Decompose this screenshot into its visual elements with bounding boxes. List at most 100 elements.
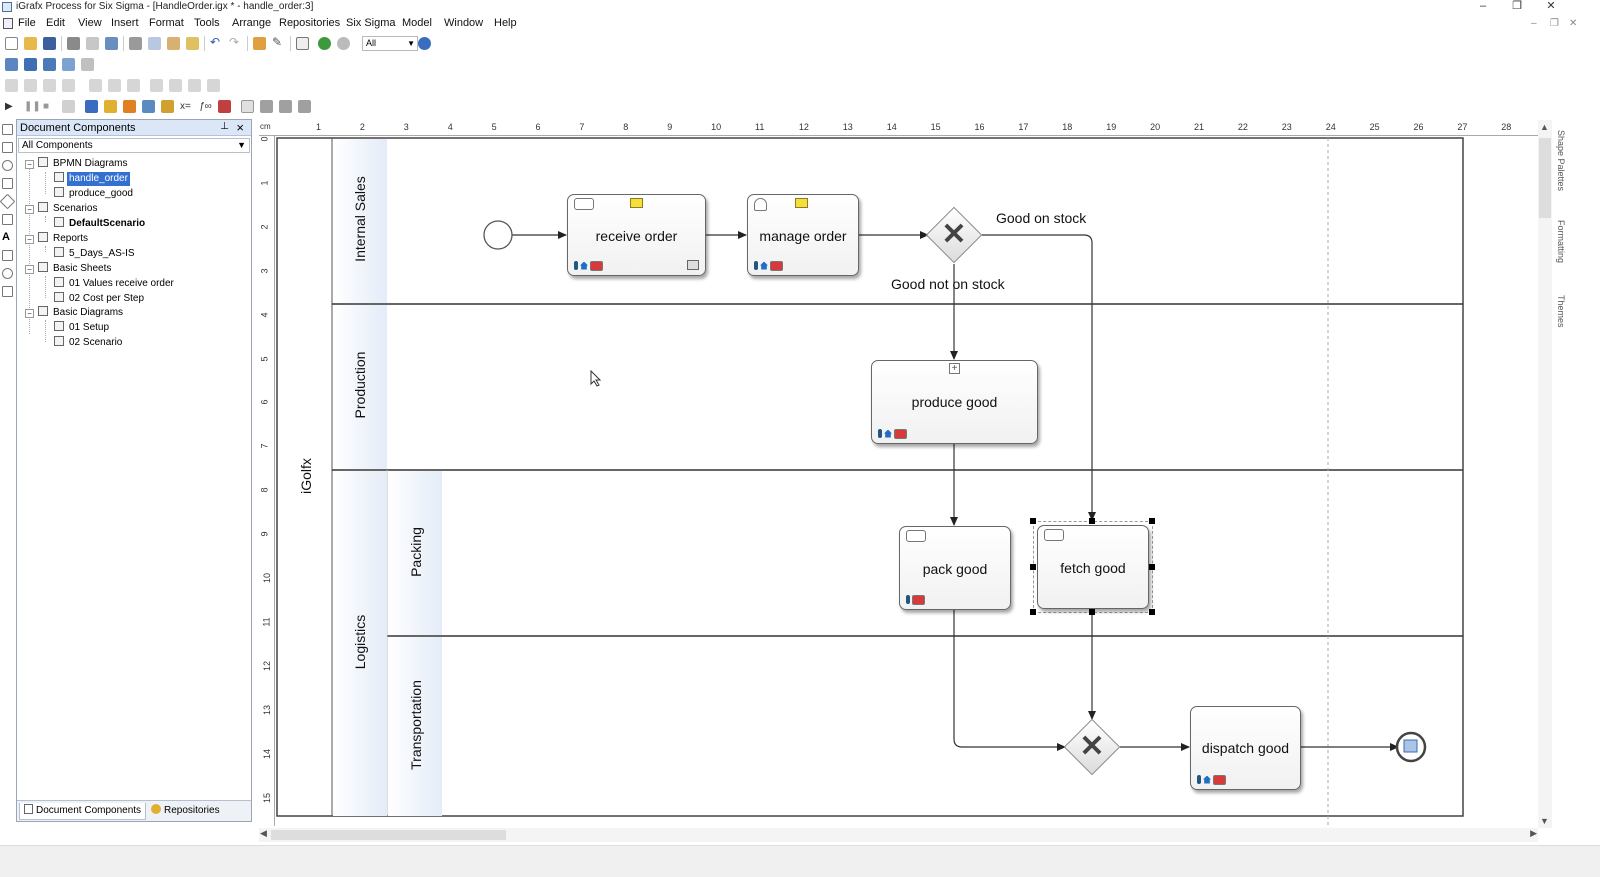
chart-report-icon[interactable] <box>260 100 273 113</box>
resize-handle[interactable] <box>1030 518 1036 524</box>
tree-item-cost-per-step[interactable]: 02 Cost per Step <box>54 292 146 306</box>
arrow-icon[interactable] <box>207 79 220 92</box>
tree-item-handle-order[interactable]: handle_order <box>54 172 130 186</box>
close-panel-icon[interactable]: × <box>236 120 244 135</box>
lane-tool-icon[interactable] <box>2 250 13 261</box>
resize-handle[interactable] <box>1030 609 1036 615</box>
text-tool-icon[interactable]: A <box>2 231 10 243</box>
shapes-icon[interactable] <box>253 37 266 50</box>
pause-icon[interactable]: ❚❚ <box>24 101 41 112</box>
pool-tool-icon[interactable] <box>2 286 13 297</box>
menu-model[interactable]: Model <box>402 17 432 29</box>
scroll-down-icon[interactable]: ▼ <box>1540 816 1549 826</box>
tree-item-default-scenario[interactable]: DefaultScenario <box>54 217 147 231</box>
restore-button[interactable]: ❐ <box>1512 0 1522 12</box>
scroll-thumb[interactable] <box>1539 138 1551 218</box>
scroll-right-icon[interactable]: ▶ <box>1530 828 1537 838</box>
scroll-up-icon[interactable]: ▲ <box>1540 122 1549 132</box>
options-icon[interactable] <box>298 100 311 113</box>
print-preview-icon[interactable] <box>86 37 99 50</box>
group-icon[interactable] <box>24 79 37 92</box>
open-icon[interactable] <box>24 37 37 50</box>
undo-icon[interactable]: ↶ <box>210 35 221 49</box>
resource-icon[interactable] <box>142 100 155 113</box>
people-icon[interactable] <box>43 58 56 71</box>
tree-item-reports[interactable]: Reports <box>38 232 90 246</box>
mdi-minimize-button[interactable]: – <box>1531 18 1537 29</box>
tab-themes[interactable]: Themes <box>1556 295 1566 328</box>
help-icon[interactable] <box>418 37 431 50</box>
tab-shape-palettes[interactable]: Shape Palettes <box>1556 130 1566 192</box>
play-icon[interactable]: ▶ <box>5 101 13 112</box>
vertical-scrollbar[interactable]: ▲ ▼ <box>1538 120 1552 828</box>
new-icon[interactable] <box>5 37 18 50</box>
lock-icon[interactable] <box>81 58 94 71</box>
tree-item-scenarios[interactable]: Scenarios <box>38 202 99 216</box>
tree-item-values-receive-order[interactable]: 01 Values receive order <box>54 277 176 291</box>
cut-icon[interactable] <box>129 37 142 50</box>
cost-icon[interactable] <box>161 100 174 113</box>
tree-item-basic-sheets[interactable]: Basic Sheets <box>38 262 113 276</box>
variable-icon[interactable]: x= <box>180 101 191 112</box>
connector-icon[interactable] <box>150 79 163 92</box>
copy-page-icon[interactable] <box>241 100 254 113</box>
horizontal-scrollbar[interactable]: ◀ ▶ <box>259 828 1538 842</box>
ellipse-tool-icon[interactable] <box>2 160 13 171</box>
space-icon[interactable] <box>188 79 201 92</box>
connector-tool-icon[interactable] <box>2 214 13 225</box>
tree-item-bpmn-diagrams[interactable]: BPMN Diagrams <box>38 157 129 171</box>
lane-header-packing[interactable] <box>388 471 442 635</box>
tab-formatting[interactable]: Formatting <box>1556 220 1566 264</box>
grid-icon[interactable] <box>296 37 309 50</box>
menu-insert[interactable]: Insert <box>111 17 139 29</box>
print-icon[interactable] <box>67 37 80 50</box>
tree-item-basic-diagrams[interactable]: Basic Diagrams <box>38 306 125 320</box>
start-event[interactable] <box>483 220 513 250</box>
tree-item-scenario[interactable]: 02 Scenario <box>54 336 124 350</box>
scroll-left-icon[interactable]: ◀ <box>260 828 267 838</box>
mdi-close-button[interactable]: ✕ <box>1569 18 1578 29</box>
tree-item-5-days-as-is[interactable]: 5_Days_AS-IS <box>54 247 137 261</box>
function-icon[interactable]: ƒ∞ <box>199 101 212 112</box>
line-tool-icon[interactable] <box>2 178 13 189</box>
ungroup-icon[interactable] <box>43 79 56 92</box>
stop-icon[interactable]: ■ <box>43 101 50 112</box>
scroll-thumb[interactable] <box>271 830 506 840</box>
stats-icon[interactable] <box>279 100 292 113</box>
tree-item-setup[interactable]: 01 Setup <box>54 321 111 335</box>
person-icon[interactable] <box>123 100 136 113</box>
resize-handle[interactable] <box>1030 564 1036 570</box>
pen-icon[interactable]: ✎ <box>272 35 283 49</box>
diamond-tool-icon[interactable] <box>0 193 16 210</box>
menu-six-sigma[interactable]: Six Sigma <box>346 17 396 29</box>
collapse-toggle[interactable]: − <box>25 265 34 274</box>
save-icon[interactable] <box>43 37 56 50</box>
menu-file[interactable]: File <box>18 17 36 29</box>
menu-tools[interactable]: Tools <box>194 17 220 29</box>
pointer-tool-icon[interactable] <box>2 124 13 135</box>
lane-header-internal-sales[interactable] <box>333 139 387 303</box>
rectangle-tool-icon[interactable] <box>2 142 13 153</box>
close-window-button[interactable]: ✕ <box>1546 0 1556 12</box>
menu-edit[interactable]: Edit <box>46 17 65 29</box>
minimize-button[interactable]: – <box>1479 0 1487 12</box>
flip-icon[interactable] <box>127 79 140 92</box>
resize-handle[interactable] <box>1089 518 1095 524</box>
resize-handle[interactable] <box>1149 564 1155 570</box>
zoom-select[interactable]: All▼ <box>362 36 418 51</box>
task-produce-good[interactable]: + produce good <box>871 360 1038 444</box>
collapse-toggle[interactable]: − <box>25 309 34 318</box>
task-receive-order[interactable]: receive order <box>567 194 706 276</box>
align-icon[interactable] <box>5 79 18 92</box>
spellcheck-icon[interactable] <box>105 37 118 50</box>
simulate-icon[interactable] <box>85 100 98 113</box>
lane-header-logistics[interactable] <box>333 471 387 816</box>
redo-icon[interactable]: ↷ <box>229 35 240 49</box>
collapse-toggle[interactable]: − <box>25 205 34 214</box>
zoom-tool-icon[interactable] <box>2 268 13 279</box>
task-manage-order[interactable]: manage order <box>747 194 859 276</box>
mdi-restore-button[interactable]: ❐ <box>1550 18 1559 29</box>
menu-repositories[interactable]: Repositories <box>279 17 341 29</box>
tree-item-produce-good[interactable]: produce_good <box>54 187 135 201</box>
task-pack-good[interactable]: pack good <box>899 526 1011 610</box>
